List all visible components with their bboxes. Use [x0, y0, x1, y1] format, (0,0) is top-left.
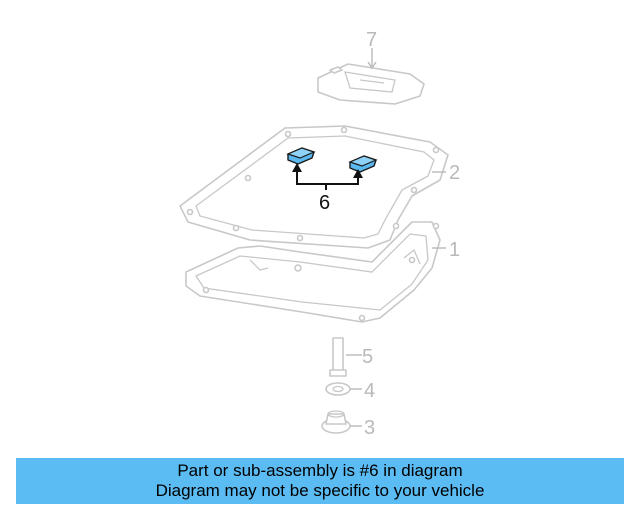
part-1-oil-pan	[185, 221, 446, 323]
part-3-plug	[321, 410, 362, 434]
part-7-filter	[317, 48, 425, 105]
callout-2: 2	[449, 162, 460, 184]
banner-line-2: Diagram may not be specific to your vehi…	[155, 481, 485, 500]
callout-5: 5	[362, 346, 373, 368]
banner-line-1: Part or sub-assembly is #6 in diagram	[177, 461, 463, 480]
parts-diagram: 7 2 1 5 4	[179, 29, 460, 439]
part-5-bolt	[329, 337, 362, 377]
info-banner: Part or sub-assembly is #6 in diagram Di…	[16, 458, 624, 504]
part-4-washer	[325, 382, 362, 396]
part-2-gasket	[179, 125, 449, 249]
part-6-magnet-right	[348, 155, 378, 173]
callout-7: 7	[366, 29, 377, 51]
part-6-magnet-left	[286, 147, 316, 165]
callout-3: 3	[364, 417, 375, 439]
part-6-callout-bracket	[292, 163, 363, 190]
callout-4: 4	[364, 380, 375, 402]
callout-6: 6	[319, 192, 330, 214]
callout-1: 1	[449, 239, 460, 261]
